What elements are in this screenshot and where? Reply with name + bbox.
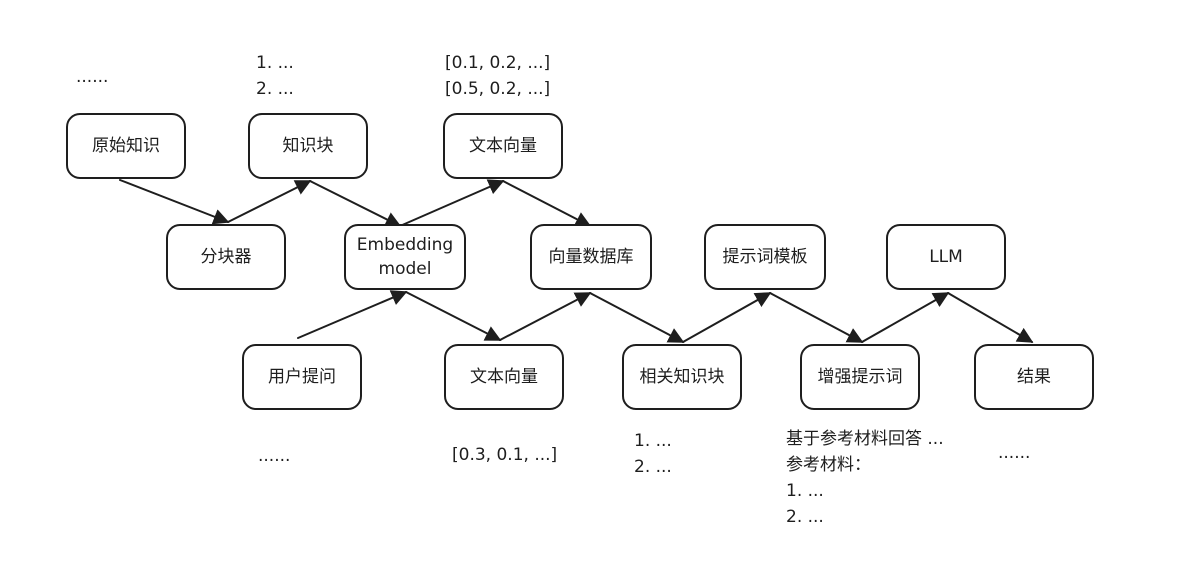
note-knowledge-chunk: 1. ... 2. ... (256, 53, 294, 99)
node-augmented-prompt-label: 增强提示词 (817, 367, 903, 387)
note-text-vectors-bottom: [0.3, 0.1, ...] (452, 445, 558, 465)
node-prompt-template-label: 提示词模板 (722, 247, 808, 267)
edge-template-to-augmented (769, 292, 864, 343)
edge-vectors-bottom-to-db (499, 292, 592, 341)
note-augmented-prompt: 基于参考材料回答 ... 参考材料： 1. ... 2. ... (786, 429, 944, 527)
edge-embedding-to-vectors-top (399, 179, 505, 227)
node-text-vectors-top: 文本向量 (443, 113, 563, 179)
node-prompt-template: 提示词模板 (704, 224, 826, 290)
edge-chunker-to-chunk (227, 180, 312, 223)
note-user-question: ...... (258, 446, 291, 466)
node-text-vectors-bottom: 文本向量 (444, 344, 564, 410)
edge-llm-to-result (947, 292, 1034, 343)
note-related-chunks: 1. ... 2. ... (634, 431, 672, 477)
edge-raw-to-chunker (119, 179, 230, 225)
node-llm-label: LLM (929, 247, 963, 267)
node-related-chunks-label: 相关知识块 (639, 367, 725, 387)
node-chunker-label: 分块器 (200, 247, 252, 267)
node-raw-knowledge-label: 原始知识 (92, 136, 160, 156)
edge-embedding-to-vectors-bottom (405, 291, 502, 341)
edge-question-to-embedding (297, 290, 408, 339)
note-result: ...... (998, 443, 1031, 463)
edge-related-to-template (682, 292, 772, 343)
node-llm: LLM (886, 224, 1006, 290)
node-result-label: 结果 (1017, 367, 1051, 387)
node-knowledge-chunk: 知识块 (248, 113, 368, 179)
edge-db-to-related (589, 292, 685, 343)
note-raw-knowledge: ...... (76, 67, 109, 87)
node-knowledge-chunk-label: 知识块 (282, 136, 334, 156)
edge-augmented-to-llm (861, 292, 950, 343)
node-embedding-model: Embedding model (344, 224, 466, 290)
edge-vectors-top-to-db (502, 180, 592, 227)
node-vector-database: 向量数据库 (530, 224, 652, 290)
edge-chunk-to-embedding (309, 180, 402, 227)
node-text-vectors-top-label: 文本向量 (469, 136, 537, 156)
node-chunker: 分块器 (166, 224, 286, 290)
node-user-question-label: 用户提问 (268, 367, 336, 387)
node-user-question: 用户提问 (242, 344, 362, 410)
note-text-vectors-top: [0.1, 0.2, ...] [0.5, 0.2, ...] (445, 53, 551, 99)
node-text-vectors-bottom-label: 文本向量 (470, 367, 538, 387)
node-related-chunks: 相关知识块 (622, 344, 742, 410)
node-augmented-prompt: 增强提示词 (800, 344, 920, 410)
node-raw-knowledge: 原始知识 (66, 113, 186, 179)
node-embedding-model-label: Embedding model (356, 235, 454, 279)
node-vector-database-label: 向量数据库 (548, 247, 634, 267)
node-result: 结果 (974, 344, 1094, 410)
